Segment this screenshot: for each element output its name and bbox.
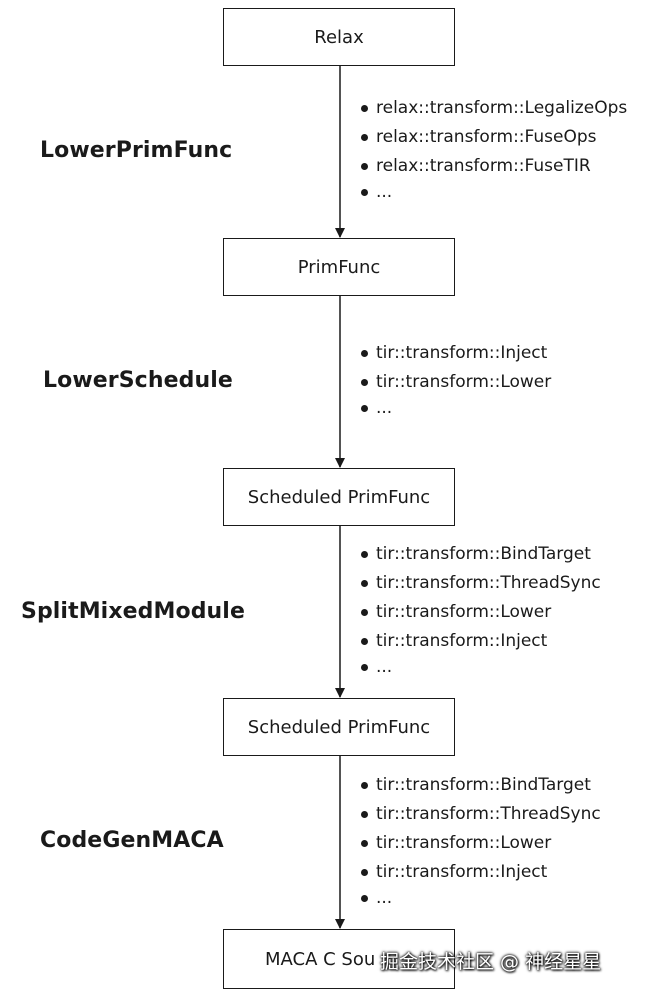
stage-label-codegenmaca: CodeGenMACA [40,828,224,853]
stage-label-lowerschedule: LowerSchedule [43,368,233,393]
bullet-icon [361,350,368,357]
node-primfunc: PrimFunc [223,238,455,296]
stage-label-splitmixedmodule: SplitMixedModule [21,599,245,624]
list-item: relax::transform::FuseOps [361,123,627,152]
list-item: relax::transform::FuseTIR [361,152,627,181]
node-primfunc-label: PrimFunc [297,256,381,278]
list-item: tir::transform::Lower [361,598,601,627]
bullet-icon [361,134,368,141]
node-scheduled-primfunc-1: Scheduled PrimFunc [223,468,455,526]
list-item: ... [361,181,627,203]
bullet-icon [361,163,368,170]
list-item: tir::transform::Inject [361,858,601,887]
node-scheduled-primfunc-1-label: Scheduled PrimFunc [247,486,431,508]
node-scheduled-primfunc-2-label: Scheduled PrimFunc [247,716,431,738]
pass-list-codegenmaca: tir::transform::BindTarget tir::transfor… [361,771,601,909]
bullet-icon [361,663,368,671]
bullet-icon [361,869,368,876]
pass-list-lowerprimfunc: relax::transform::LegalizeOps relax::tra… [361,94,627,203]
pass-list-splitmixedmodule: tir::transform::BindTarget tir::transfor… [361,540,601,678]
list-item: relax::transform::LegalizeOps [361,94,627,123]
list-item: ... [361,397,551,419]
bullet-icon [361,188,368,196]
list-item: tir::transform::Inject [361,627,601,656]
bullet-icon [361,551,368,558]
stage-label-lowerprimfunc: LowerPrimFunc [40,138,233,163]
bullet-icon [361,638,368,645]
bullet-icon [361,782,368,789]
list-item: tir::transform::Inject [361,339,551,368]
bullet-icon [361,811,368,818]
list-item: tir::transform::Lower [361,829,601,858]
node-maca-c-source-label: MACA C Sou [265,948,376,970]
bullet-icon [361,609,368,616]
bullet-icon [361,404,368,412]
node-scheduled-primfunc-2: Scheduled PrimFunc [223,698,455,756]
list-item: tir::transform::ThreadSync [361,569,601,598]
list-item: tir::transform::Lower [361,368,551,397]
list-item: tir::transform::BindTarget [361,540,601,569]
pass-list-lowerschedule: tir::transform::Inject tir::transform::L… [361,339,551,419]
bullet-icon [361,840,368,847]
list-item: tir::transform::BindTarget [361,771,601,800]
bullet-icon [361,894,368,902]
list-item: tir::transform::ThreadSync [361,800,601,829]
node-relax: Relax [223,8,455,66]
node-relax-label: Relax [314,26,364,48]
list-item: ... [361,887,601,909]
bullet-icon [361,580,368,587]
bullet-icon [361,379,368,386]
bullet-icon [361,105,368,112]
list-item: ... [361,656,601,678]
watermark: 掘金技术社区 @ 神经星星 [380,951,602,973]
node-maca-c-source: MACA C Sou [223,929,455,989]
